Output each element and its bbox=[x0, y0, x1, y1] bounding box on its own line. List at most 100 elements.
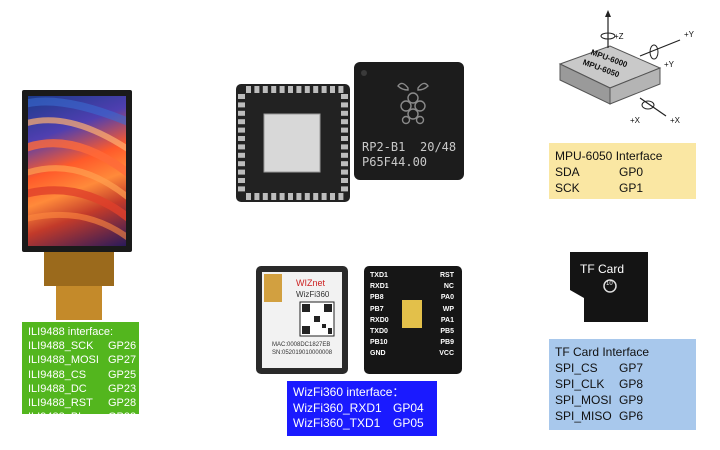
chip-pad bbox=[341, 169, 348, 175]
chip-pad bbox=[279, 193, 285, 200]
lcd-flex-cable-tail bbox=[56, 286, 102, 320]
chip-pad bbox=[341, 94, 348, 99]
wizfi-mac: MAC:0008DC1827EB bbox=[272, 342, 331, 348]
lcd-screen-wallpaper bbox=[28, 96, 126, 246]
wizfi-pin-label: PA0 bbox=[440, 294, 454, 302]
chip-pad bbox=[338, 86, 344, 93]
wizfi-pin-label: TXD0 bbox=[370, 328, 388, 336]
wizfi-pin-label: NC bbox=[443, 283, 454, 291]
chip-pad bbox=[254, 193, 260, 200]
tf-card-image bbox=[570, 252, 648, 322]
pin-signal: SPI_CLK bbox=[555, 377, 605, 391]
pin-signal: ILI9488_BL bbox=[28, 411, 85, 424]
chip-pad bbox=[288, 86, 293, 93]
wizfi-pin-label: RST bbox=[440, 272, 454, 279]
chip-pad bbox=[341, 119, 348, 125]
chip-pad bbox=[341, 127, 348, 133]
chip-pad bbox=[238, 178, 245, 183]
chip-pad bbox=[271, 193, 277, 200]
chip-pad bbox=[238, 110, 245, 116]
pin-gpio: GP23 bbox=[108, 411, 137, 424]
pin-signal: ILI9488_DC bbox=[28, 382, 87, 395]
chip-pad bbox=[313, 86, 319, 93]
pin-gpio: GP0 bbox=[619, 165, 644, 179]
wizfi-pin-label: PB9 bbox=[440, 339, 454, 347]
wizfi-pin-label: RXD0 bbox=[370, 316, 389, 324]
tf-card-box-title: TF Card Interface bbox=[555, 345, 650, 359]
chip-pad bbox=[238, 186, 245, 192]
pin-signal: SPI_CS bbox=[555, 361, 598, 375]
chip-pad bbox=[341, 178, 348, 183]
chip-pad bbox=[341, 186, 348, 192]
sd-class-logo-icon bbox=[603, 279, 617, 293]
wizfi-pin-label: GND bbox=[370, 350, 386, 358]
chip-pad bbox=[238, 169, 245, 175]
chip-pad bbox=[338, 193, 344, 200]
chip-pad bbox=[296, 86, 302, 93]
wizfi-pin-label: PB5 bbox=[440, 328, 454, 336]
chip-pad bbox=[238, 152, 245, 158]
pin-gpio: GP25 bbox=[108, 368, 137, 381]
rp2040-chips bbox=[236, 62, 464, 202]
chip-pad bbox=[330, 193, 335, 200]
pin-gpio: GP6 bbox=[619, 409, 644, 423]
pin-row: SPI_MISO GP6 bbox=[555, 408, 696, 424]
pin-signal: SPI_MISO bbox=[555, 409, 612, 423]
chip-pad bbox=[238, 136, 245, 141]
pin-gpio: GP9 bbox=[619, 393, 644, 407]
chip-pad bbox=[330, 86, 335, 93]
chip-pad bbox=[246, 86, 251, 93]
chip-pad bbox=[238, 127, 245, 133]
qr-code-icon bbox=[302, 304, 332, 334]
wizfi-pin-label: PB7 bbox=[370, 305, 384, 313]
wizfi360-box-title: WizFi360 interface： bbox=[293, 385, 405, 399]
chip-pad bbox=[262, 193, 268, 200]
chip-pad bbox=[254, 86, 260, 93]
chip-pad bbox=[288, 193, 293, 200]
wizfi-pin-label: RXD1 bbox=[370, 283, 389, 291]
pin-row: ILI9488_BL GP23 bbox=[28, 410, 139, 424]
chip-pad bbox=[304, 193, 310, 200]
pin-signal: ILI9488_CS bbox=[28, 368, 87, 381]
chip-pad bbox=[321, 193, 327, 200]
pin-signal: WizFi360_RXD1 bbox=[293, 400, 382, 415]
chip-pad bbox=[341, 161, 348, 167]
chip-marking-line1: RP2-B1 bbox=[362, 140, 406, 154]
chip-pad bbox=[262, 86, 268, 93]
pin-gpio: GP28 bbox=[108, 397, 137, 410]
ili9488-box-title: ILI9488 interface: bbox=[28, 326, 114, 338]
wizfi-brand: WIZnet bbox=[296, 278, 326, 288]
axis-plus-y: +Y bbox=[664, 60, 675, 69]
pin-signal: ILI9488_MOSI bbox=[28, 354, 99, 367]
pin-signal: SCK bbox=[555, 181, 580, 195]
wizfi360-modules bbox=[256, 266, 462, 374]
pin-signal: SDA bbox=[555, 165, 580, 179]
axis-plus-y-top: +Y bbox=[684, 30, 695, 39]
pin-row: SPI_MOSI GP9 bbox=[555, 392, 696, 408]
pin-gpio: GP26 bbox=[108, 340, 137, 353]
chip-pad bbox=[296, 193, 302, 200]
chip-pad bbox=[321, 86, 327, 93]
chip-pad bbox=[238, 94, 245, 99]
tf-card-class: 10 bbox=[606, 281, 613, 287]
pin-signal: SPI_MOSI bbox=[555, 393, 612, 407]
pin-gpio: GP27 bbox=[108, 354, 137, 367]
wizfi-pin-label: PB10 bbox=[370, 339, 388, 347]
tf-card-label: TF Card bbox=[580, 262, 625, 276]
chip-pad bbox=[238, 144, 245, 150]
wizfi-model: WizFi360 bbox=[296, 290, 330, 299]
pin-gpio: GP05 bbox=[393, 416, 424, 430]
mpu6050-box-title: MPU-6050 Interface bbox=[555, 149, 663, 163]
